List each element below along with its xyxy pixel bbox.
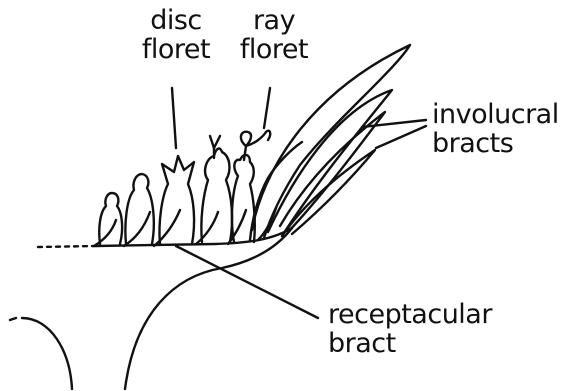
- leader-disc-floret: [172, 88, 176, 148]
- involucral-bracts-label: involucral bracts: [432, 100, 559, 158]
- receptacular-bract-label: receptacular bract: [328, 300, 492, 358]
- floret-bud-1: [99, 193, 122, 244]
- leader-ray-floret: [264, 88, 270, 128]
- involucral-bracts-label-line-2: bracts: [432, 129, 559, 158]
- receptacle: [10, 228, 292, 389]
- ray-floret-label: ray floret: [228, 6, 320, 64]
- floret-bud-2: [125, 174, 153, 244]
- floret-open-1: [201, 136, 232, 242]
- involucral-bracts-label-line-1: involucral: [432, 100, 559, 129]
- leader-involucral-bottom: [376, 126, 426, 148]
- disc-floret-label-line-2: floret: [130, 35, 222, 64]
- receptacular-bract-label-line-1: receptacular: [328, 300, 492, 329]
- ray-floret-label-line-2: floret: [228, 35, 320, 64]
- leader-lines: [172, 88, 426, 318]
- ray-floret-label-line-1: ray: [228, 6, 320, 35]
- disc-floret-label-line-1: disc: [130, 6, 222, 35]
- leader-receptacular-bract: [176, 246, 318, 318]
- receptacular-bract-label-line-2: bract: [328, 329, 492, 358]
- disc-floret-label: disc floret: [130, 6, 222, 64]
- disc-floret: [159, 156, 194, 244]
